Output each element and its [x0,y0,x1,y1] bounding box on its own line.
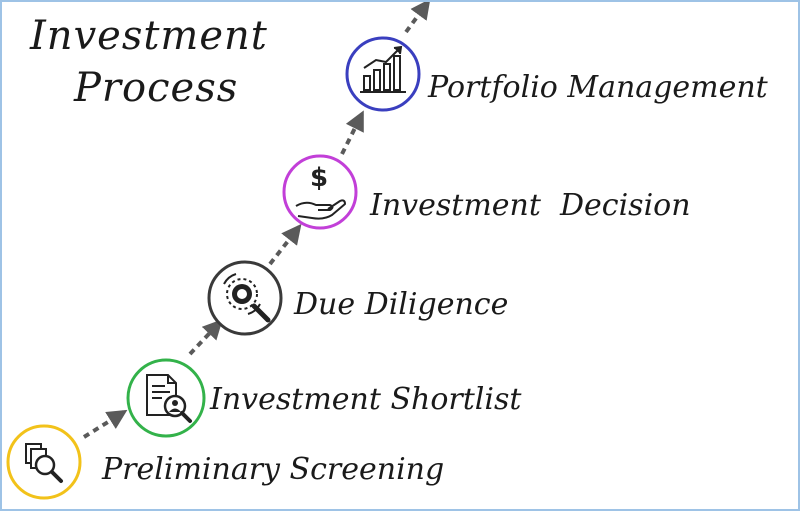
title-line-1: Investment [30,13,268,59]
step-1-node [6,424,82,500]
gear-magnifier-icon [223,273,271,323]
step-5-node [345,36,421,112]
step-5-label: Portfolio Management [428,70,768,105]
step-2-node [126,358,206,438]
arrow-5-out [404,2,431,34]
svg-text:$: $ [310,163,328,193]
arrow-4-5 [340,110,364,155]
step-4-node: $ [282,154,358,230]
arrow-3-4 [268,223,302,266]
step-3-node [207,260,283,336]
diagram-title: Investment Process [30,10,268,114]
step-4-label: Investment Decision [370,188,691,223]
hand-dollar-icon: $ [295,163,346,220]
growth-chart-icon [360,45,406,93]
document-person-search-icon [146,374,192,423]
step-1-label: Preliminary Screening [102,452,445,487]
step-2-label: Investment Shortlist [210,382,522,417]
arrow-2-3 [188,319,223,356]
arrow-1-2 [82,409,128,439]
title-line-2: Process [74,65,239,111]
documents-magnifier-icon [25,443,63,483]
step-3-label: Due Diligence [294,287,509,322]
